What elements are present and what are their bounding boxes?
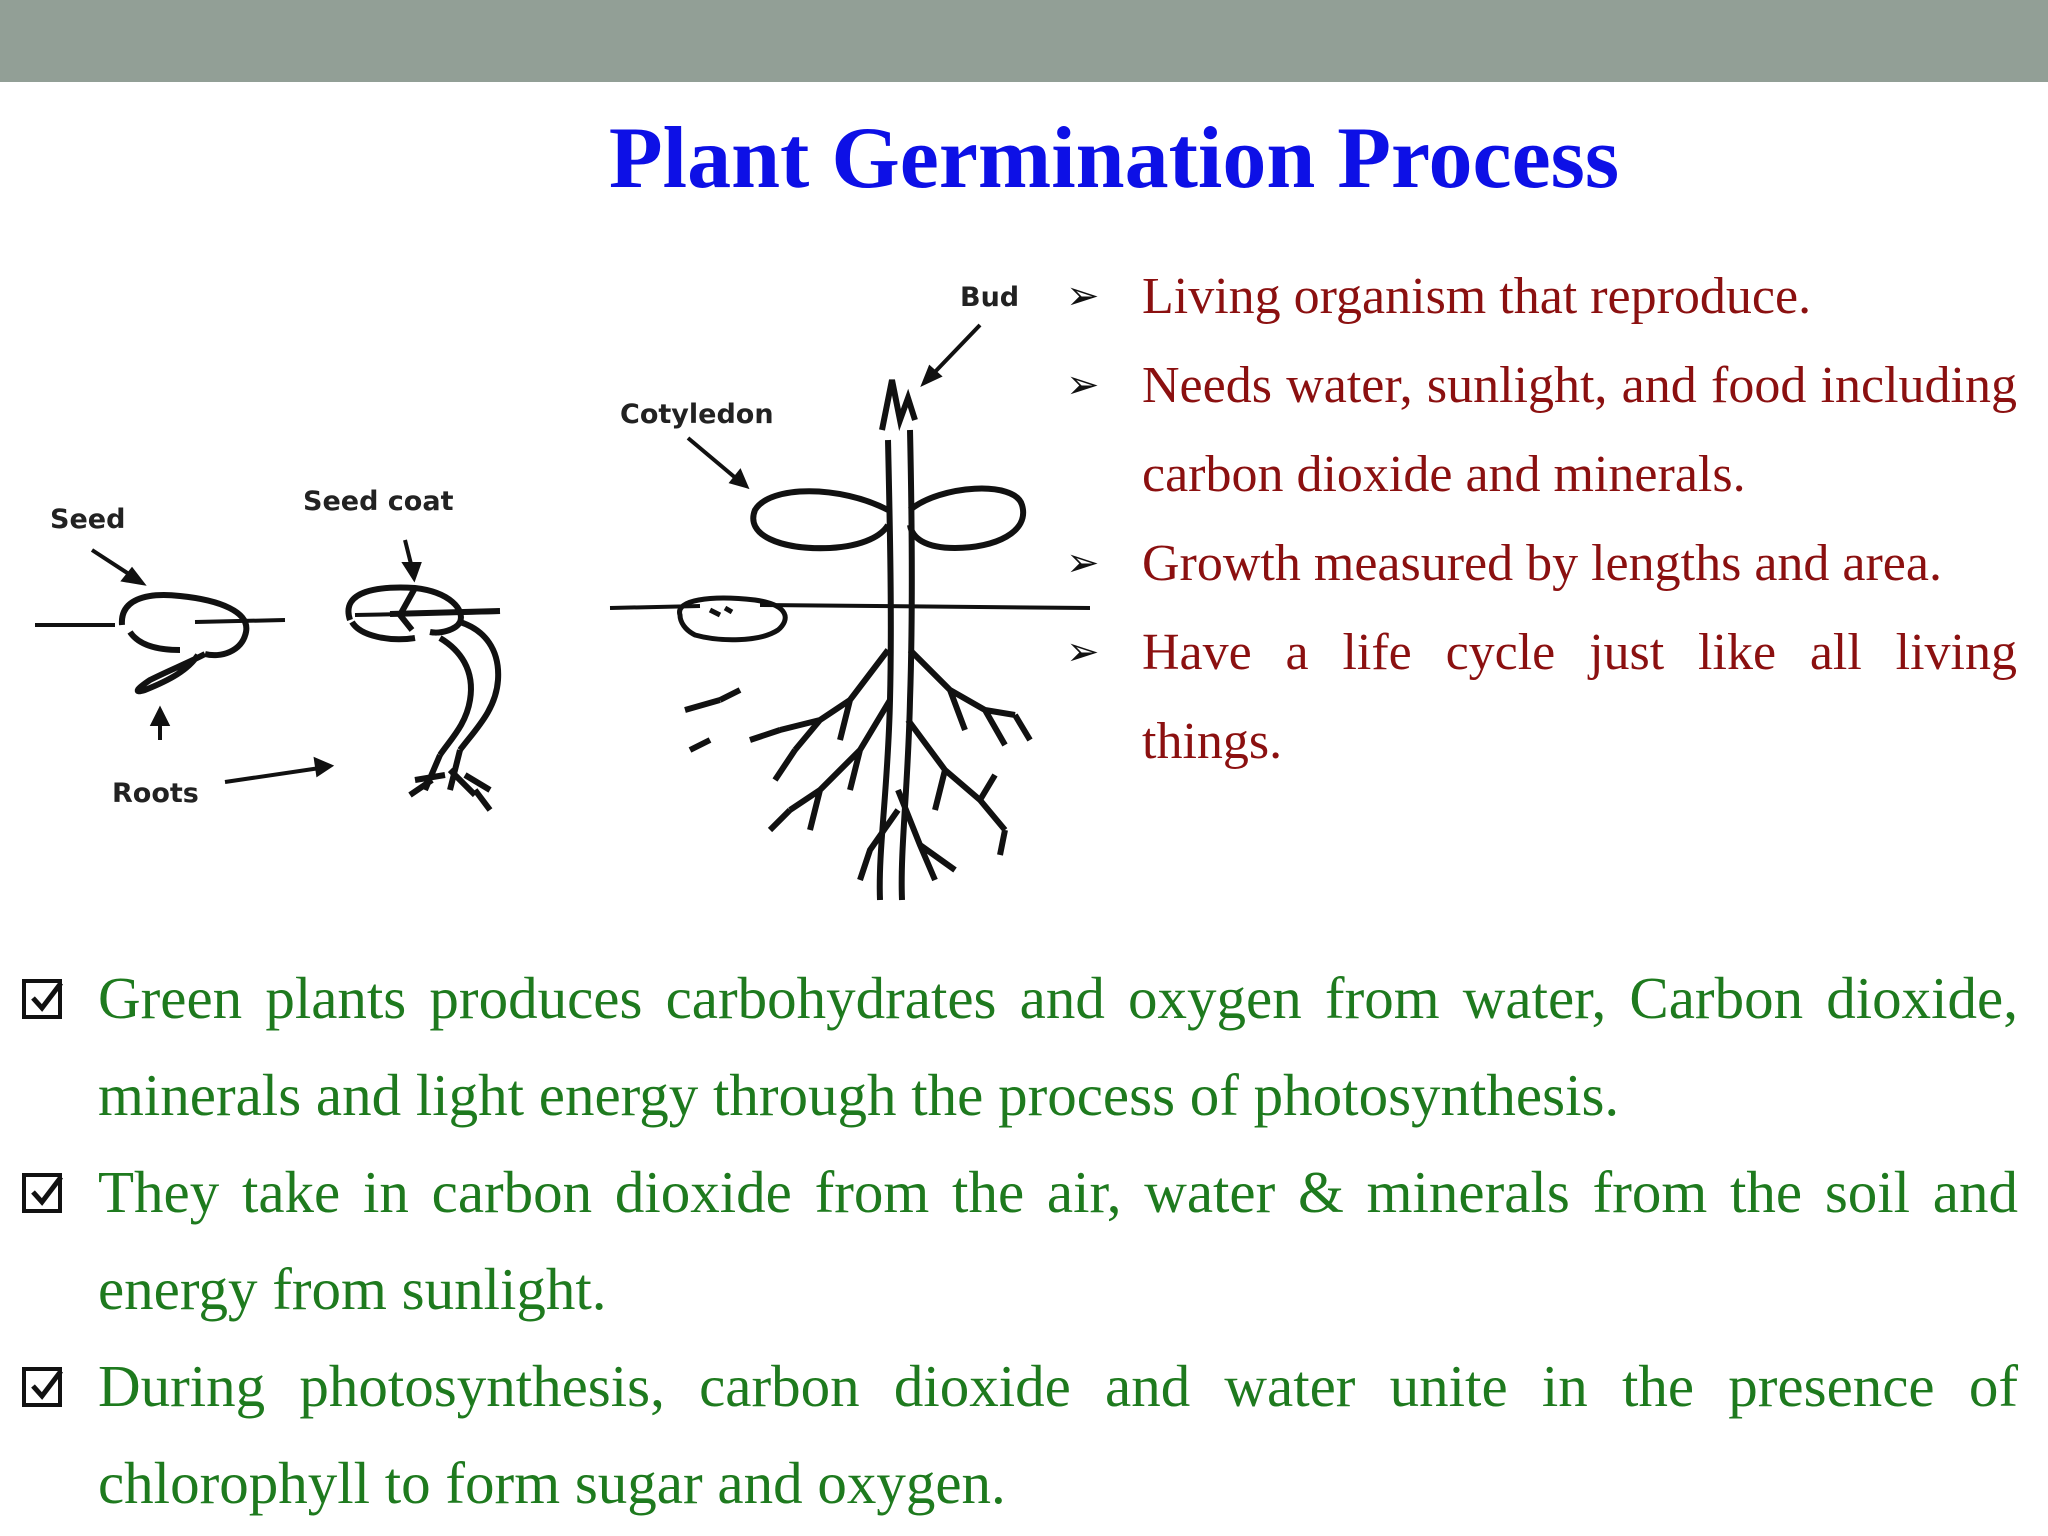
germination-illustration: Seed Seed coat Roots Cotyledon Bud [35,282,1091,901]
seed-stage [118,592,250,695]
list-item-text: Green plants produces carbohydrates and … [98,965,2018,1128]
list-item-text: They take in carbon dioxide from the air… [98,1159,2018,1322]
seed-fragment [677,595,788,643]
label-seed-coat: Seed coat [303,486,454,517]
seed-coat-stage [345,584,502,812]
list-item: ➢ Growth measured by lengths and area. [1062,519,2017,608]
diagram-arrows [90,323,982,784]
list-item: Green plants produces carbohydrates and … [22,950,2018,1144]
list-item-text: Have a life cycle just like all living t… [1142,624,2017,770]
seedling-stage [684,379,1033,901]
list-item: During photosynthesis, carbon dioxide an… [22,1338,2018,1532]
header-band [0,0,2048,82]
label-bud: Bud [960,282,1019,313]
list-item: They take in carbon dioxide from the air… [22,1144,2018,1338]
arrowhead-bullet-icon: ➢ [1066,362,1100,408]
checkbox-checked-icon [22,979,63,1019]
label-cotyledon: Cotyledon [620,399,774,430]
label-seed: Seed [50,504,125,535]
list-item: ➢ Needs water, sunlight, and food includi… [1062,341,2017,519]
label-roots: Roots [112,778,199,809]
list-item: ➢ Living organism that reproduce. [1062,252,2017,341]
arrowhead-bullet-icon: ➢ [1066,629,1100,675]
slide-title: Plant Germination Process [608,110,1620,207]
arrowhead-bullet-icon: ➢ [1066,540,1100,586]
list-item-text: Living organism that reproduce. [1142,268,1812,325]
list-item-text: Growth measured by lengths and area. [1142,535,1942,592]
germination-diagram: Seed Seed coat Roots Cotyledon Bud [20,270,1091,910]
arrowhead-bullet-icon: ➢ [1066,273,1100,319]
photosynthesis-list: Green plants produces carbohydrates and … [22,950,2018,1532]
list-item-text: During photosynthesis, carbon dioxide an… [98,1353,2018,1516]
characteristics-list: ➢ Living organism that reproduce. ➢ Needs … [1062,252,2017,786]
list-item: ➢ Have a life cycle just like all living … [1062,608,2017,786]
checkbox-checked-icon [22,1173,63,1213]
list-item-text: Needs water, sunlight, and food includin… [1142,357,2017,503]
checkbox-checked-icon [22,1367,63,1407]
